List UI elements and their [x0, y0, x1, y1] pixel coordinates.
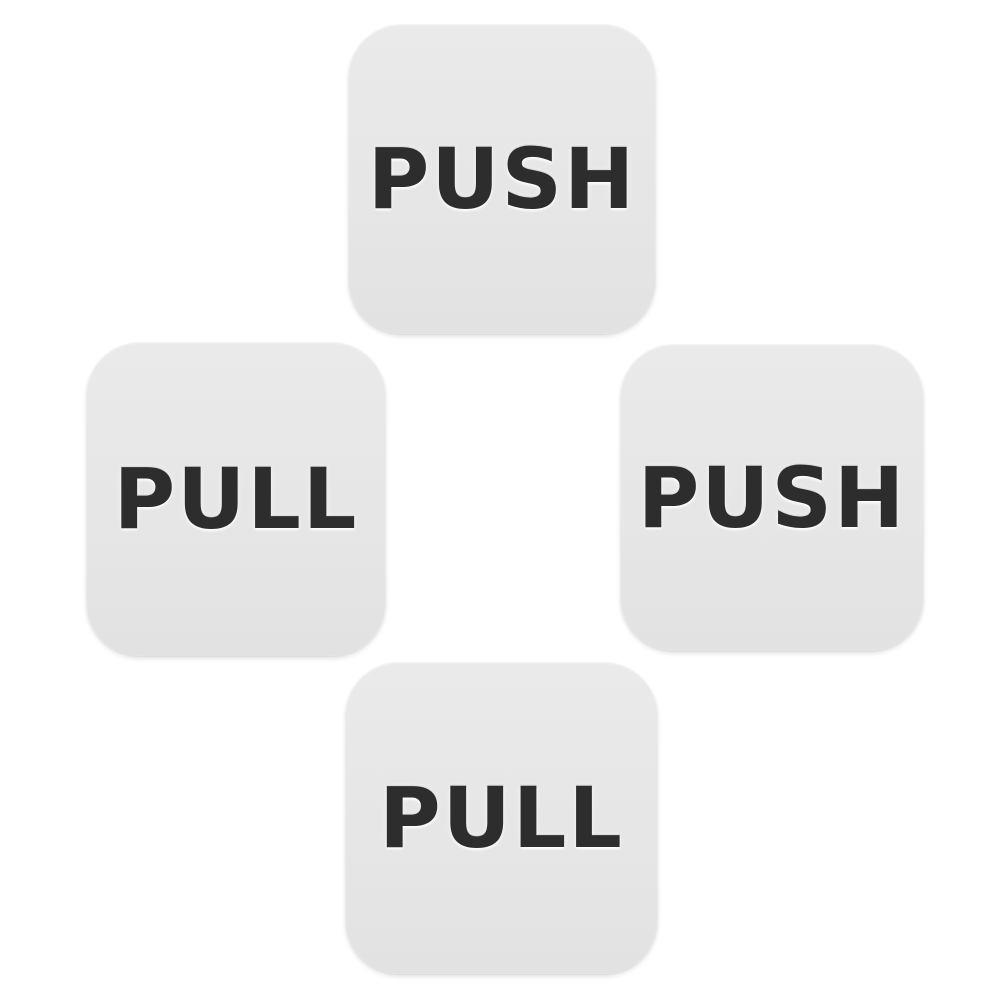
sign-tile-pull-left: PULL — [86, 342, 386, 656]
sign-label-push-right: PUSH — [637, 448, 907, 547]
sign-label-pull-bottom: PULL — [379, 769, 624, 867]
sign-label-push-top: PUSH — [367, 130, 637, 228]
sign-label-pull-left: PULL — [113, 450, 359, 548]
sign-tile-push-right: PUSH — [620, 344, 924, 651]
sign-tile-push-top: PUSH — [348, 24, 656, 334]
sign-tile-pull-bottom: PULL — [345, 662, 658, 974]
